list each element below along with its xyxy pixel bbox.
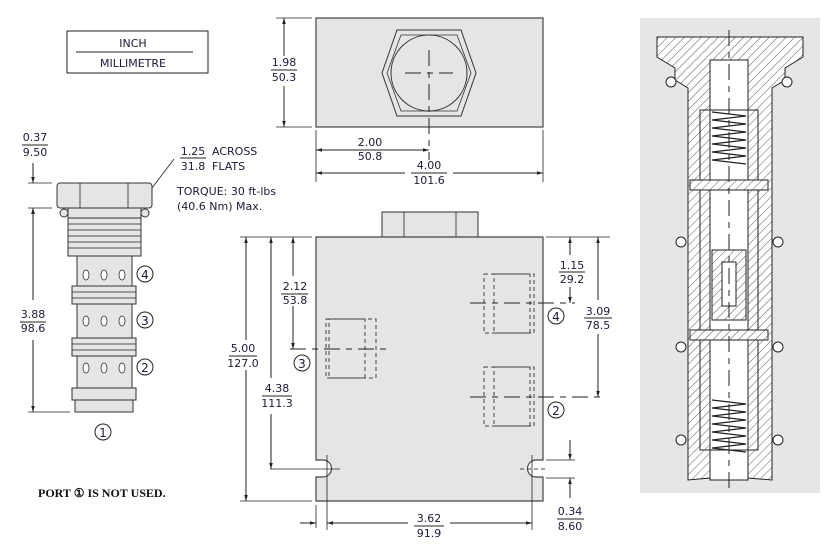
port-4-label: 4 bbox=[141, 268, 149, 282]
port-3-marker bbox=[136, 311, 154, 329]
width-mm: 101.6 bbox=[413, 174, 445, 187]
block-height-mm: 127.0 bbox=[227, 357, 259, 370]
port-4-marker-front bbox=[547, 307, 565, 325]
top-height-inch: 1.98 bbox=[272, 56, 297, 69]
port-3-marker-front bbox=[293, 354, 311, 372]
center-dim-inch: 2.00 bbox=[358, 136, 383, 149]
center-dim-mm: 50.8 bbox=[358, 150, 383, 163]
units-legend: INCH MILLIMETRE bbox=[66, 30, 209, 74]
legend-millimetre: MILLIMETRE bbox=[100, 57, 166, 70]
cross-section-view bbox=[640, 18, 820, 493]
front-view: 5.00 127.0 4.38 111.3 2.12 53.8 3 1.15 2… bbox=[227, 211, 612, 540]
legend-inch: INCH bbox=[119, 37, 146, 50]
width-inch: 4.00 bbox=[417, 159, 442, 172]
top-height-mm: 50.3 bbox=[272, 71, 297, 84]
hex-nut bbox=[56, 182, 153, 209]
port-2-label: 2 bbox=[141, 361, 149, 375]
port2-depth-inch: 3.09 bbox=[586, 305, 611, 318]
cartridge-nut-top bbox=[381, 211, 479, 238]
length-mm: 98.6 bbox=[21, 322, 46, 335]
mount-hole-inch: 4.38 bbox=[265, 382, 290, 395]
port-2-label-front: 2 bbox=[552, 404, 560, 418]
block-height-inch: 5.00 bbox=[231, 342, 256, 355]
port-2-marker bbox=[136, 358, 154, 376]
port3-depth-inch: 2.12 bbox=[283, 280, 308, 293]
flats-label: FLATS bbox=[212, 160, 245, 173]
port-3-label-front: 3 bbox=[298, 357, 306, 371]
top-view: 1.98 50.3 2.00 50.8 4.00 101.6 bbox=[271, 17, 544, 187]
cartridge-side-view: 0.37 9.50 1.25 31.8 ACROSS FLATS TORQUE:… bbox=[20, 131, 276, 441]
torque-line-2: (40.6 Nm) Max. bbox=[177, 200, 262, 213]
mount-hole-mm: 111.3 bbox=[261, 397, 293, 410]
length-inch: 3.88 bbox=[21, 308, 46, 321]
across-flats-mm: 31.8 bbox=[181, 160, 206, 173]
port4-depth-inch: 1.15 bbox=[560, 259, 585, 272]
torque-line-1: TORQUE: 30 ft-lbs bbox=[176, 185, 276, 198]
nut-height-mm: 9.50 bbox=[23, 146, 48, 159]
hole-spacing-mm: 91.9 bbox=[417, 527, 442, 540]
nut-height-inch: 0.37 bbox=[23, 131, 48, 144]
port-1-label: 1 bbox=[99, 426, 107, 440]
port2-depth-mm: 78.5 bbox=[586, 319, 611, 332]
manifold-block bbox=[315, 236, 544, 502]
hole-offset-inch: 0.34 bbox=[558, 505, 583, 518]
across-flats-inch: 1.25 bbox=[181, 145, 206, 158]
port3-depth-mm: 53.8 bbox=[283, 294, 308, 307]
port-note: PORT ① IS NOT USED. bbox=[38, 486, 166, 500]
port-4-label-front: 4 bbox=[552, 310, 560, 324]
hole-offset-mm: 8.60 bbox=[558, 520, 583, 533]
hole-spacing-inch: 3.62 bbox=[417, 512, 442, 525]
across-label: ACROSS bbox=[212, 145, 257, 158]
port-3-label: 3 bbox=[141, 314, 149, 328]
port-1-marker bbox=[94, 423, 112, 441]
port4-depth-mm: 29.2 bbox=[560, 273, 585, 286]
port-4-marker bbox=[136, 265, 154, 283]
port-2-marker-front bbox=[547, 401, 565, 419]
